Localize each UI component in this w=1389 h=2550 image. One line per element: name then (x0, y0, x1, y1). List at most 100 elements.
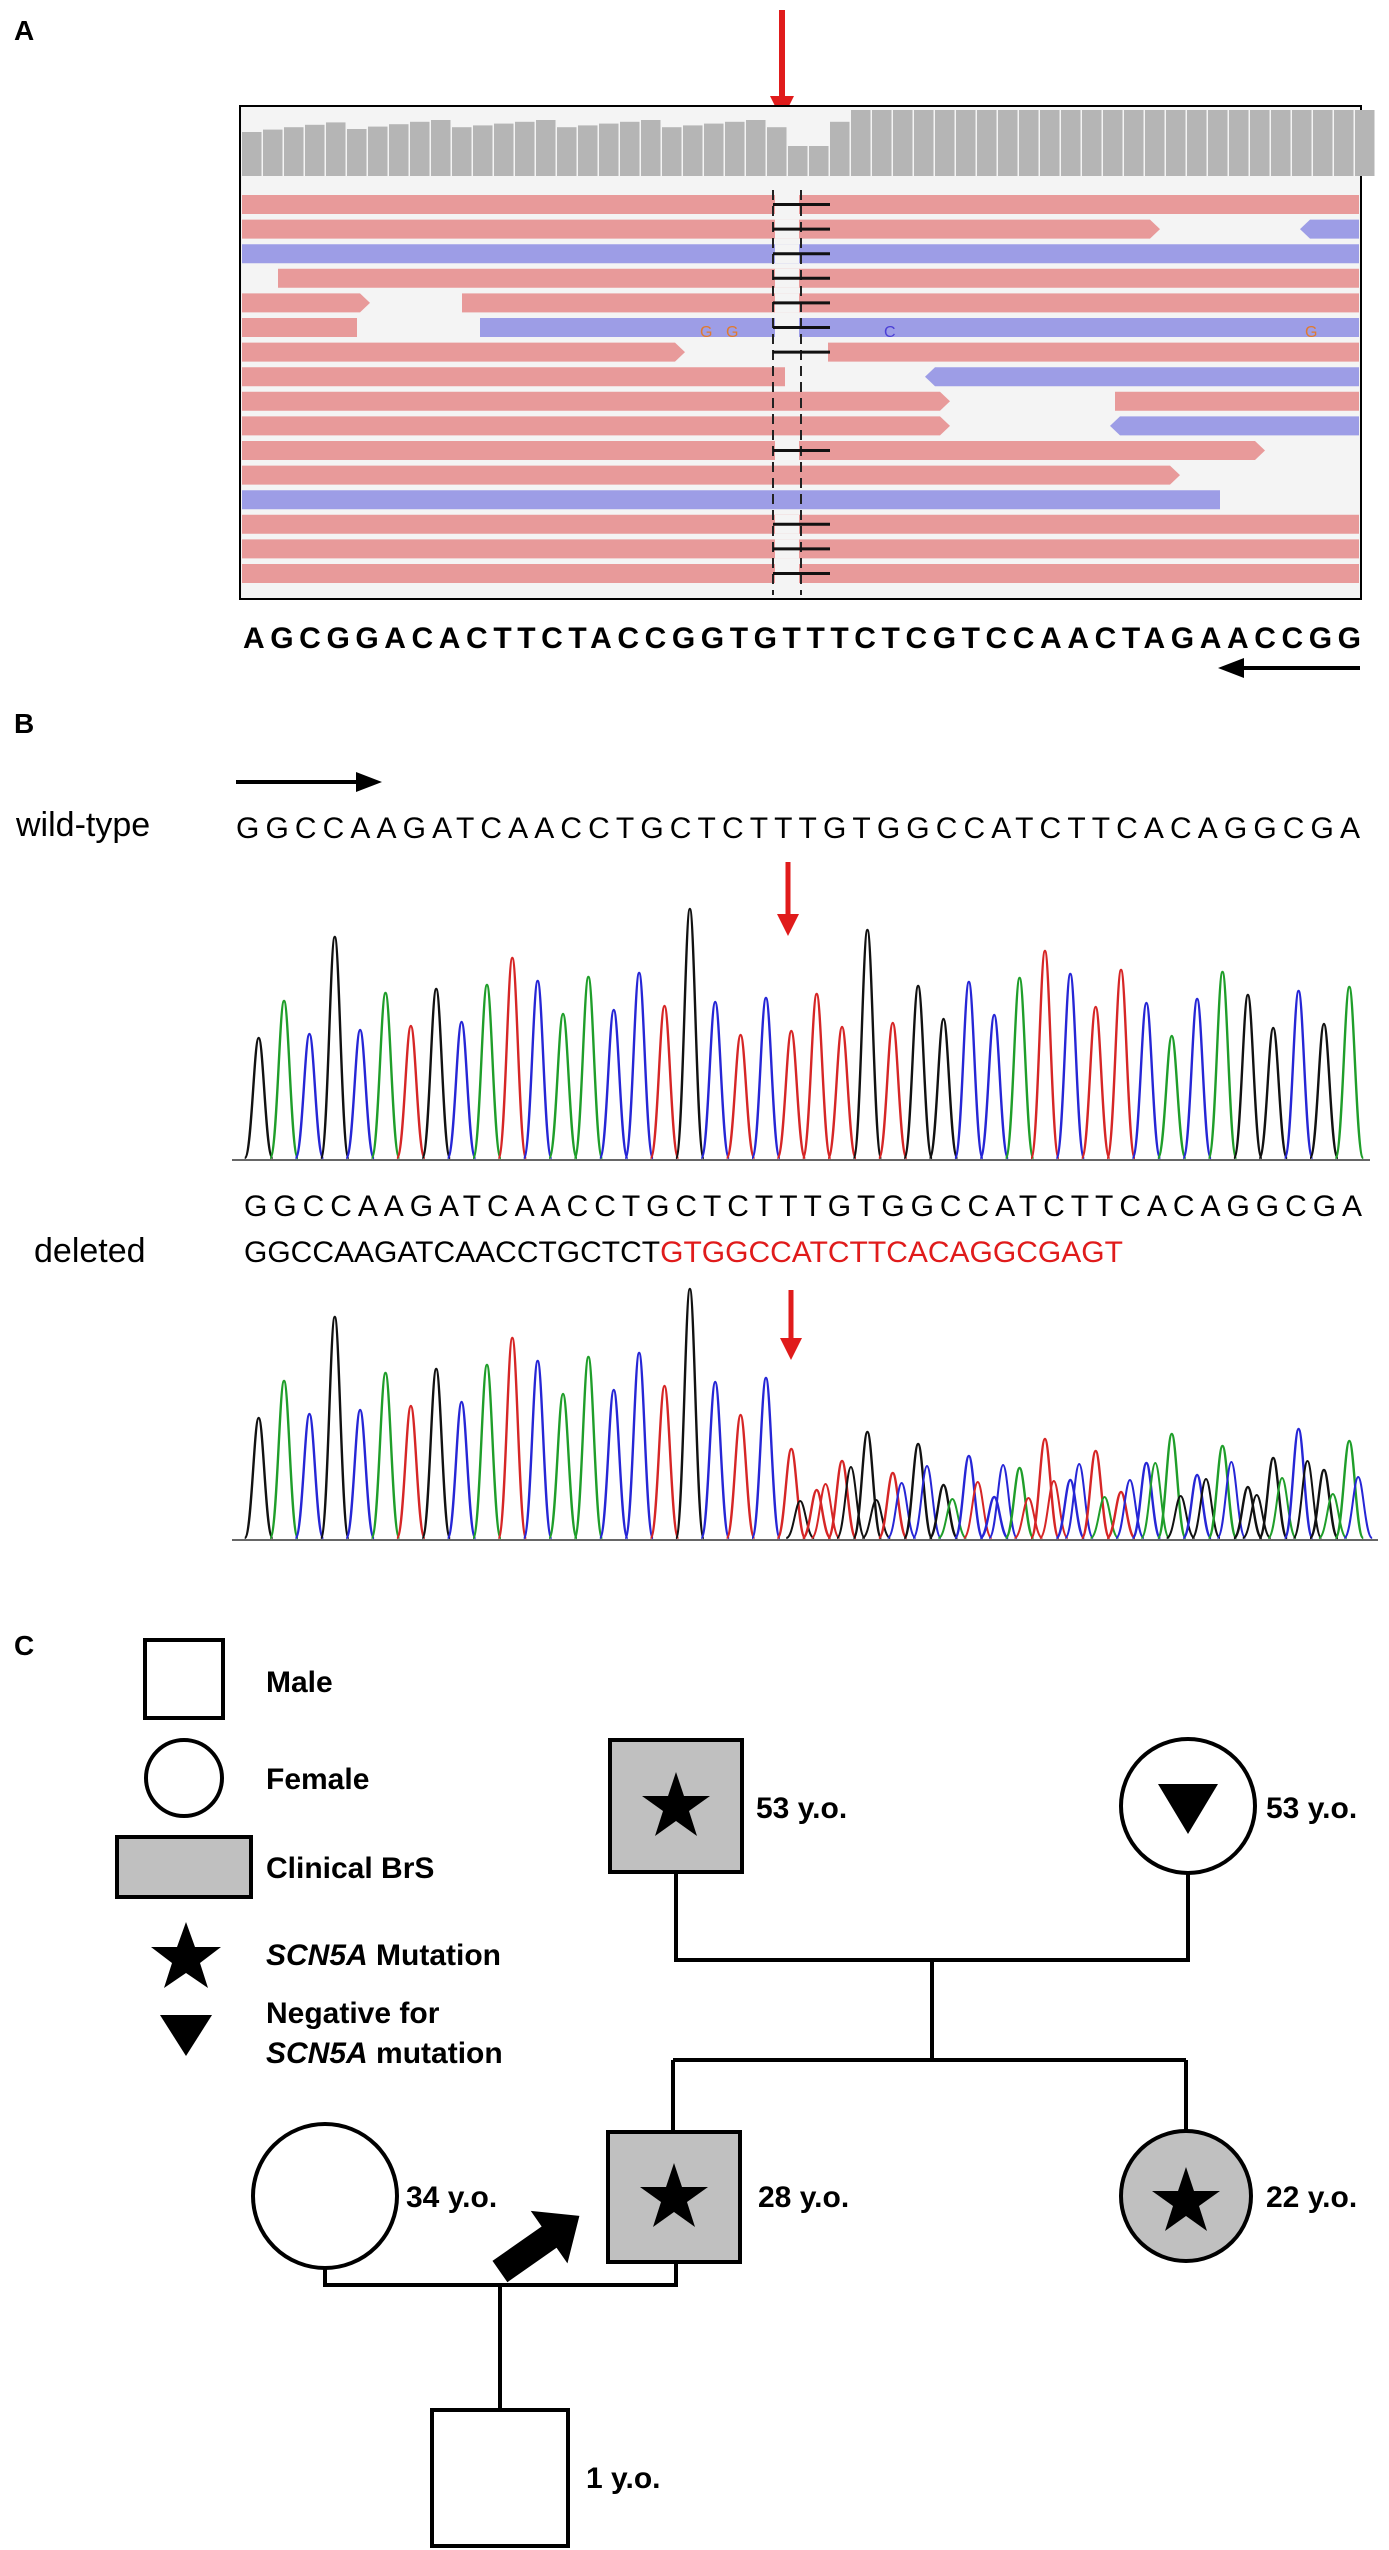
chromatogram-peak (1105, 1490, 1137, 1540)
coverage-bar (725, 121, 745, 176)
chromatogram-peak (547, 1392, 579, 1540)
coverage-bar (536, 120, 556, 176)
chromatogram-peak (1080, 1449, 1111, 1540)
chromatogram-peak (649, 1004, 680, 1160)
chromatogram-peak (1131, 1001, 1162, 1160)
chromatogram-peak (861, 1498, 891, 1539)
coverage-bar (1187, 110, 1207, 176)
chromatogram-peak (649, 1384, 680, 1540)
coverage-bar (284, 127, 304, 176)
chromatogram-peak (877, 1021, 908, 1160)
chromatogram-peak (700, 1380, 731, 1540)
legend-male: Male (266, 1666, 333, 1699)
coverage-bar (389, 124, 409, 176)
forward-strand-arrow-icon (236, 772, 382, 792)
male-symbol-icon (143, 1638, 225, 1720)
chromatogram-peak (547, 1012, 579, 1160)
chromatogram-peak (345, 1408, 376, 1540)
chromatogram-peak (962, 1480, 993, 1539)
coverage-bar (914, 110, 934, 176)
proband-arrow-icon (492, 2210, 580, 2283)
chromatogram-peak (953, 1454, 984, 1540)
coverage-bar (620, 121, 640, 176)
chromatogram-peak (886, 1481, 917, 1539)
pedigree-wife (251, 2122, 399, 2270)
coverage-bar (305, 124, 325, 176)
deletion-region (772, 190, 830, 595)
chromatogram-peak (700, 1000, 731, 1160)
chromatogram-peak (1232, 1485, 1263, 1540)
chromatogram-peak (1156, 1034, 1187, 1160)
deleted-sequence-common: GGCCAAGATCAACCTGCTCT (244, 1236, 660, 1269)
coverage-bar (1061, 110, 1081, 176)
chromatogram-peak (1090, 1495, 1120, 1539)
chromatogram-peak (1064, 1462, 1095, 1539)
chromatogram-peak (522, 979, 553, 1160)
coverage-bar (1355, 110, 1375, 176)
coverage-bar (1313, 110, 1333, 176)
chromatogram-peak (497, 956, 528, 1160)
coverage-bar (998, 110, 1018, 176)
legend-female: Female (266, 1763, 369, 1796)
chromatogram-peak (903, 1442, 934, 1540)
chromatogram-peak (1004, 976, 1035, 1160)
read-segment (925, 367, 1359, 387)
coverage-bar (1082, 110, 1102, 176)
wild-type-label: wild-type (15, 806, 150, 844)
chromatogram-peak (801, 992, 832, 1160)
chromatogram-peak (345, 1028, 376, 1160)
mutation-star-icon (151, 1922, 221, 1988)
chromatogram-peak (810, 1482, 841, 1539)
chromatogram-peak (446, 1400, 477, 1540)
chromatogram-peak (1055, 1478, 1086, 1540)
chromatogram-peak (1131, 1461, 1162, 1540)
coverage-bar (1124, 110, 1144, 176)
chromatogram-peak (1283, 1427, 1314, 1540)
chromatogram-peak (674, 1287, 705, 1540)
chromatogram-peak (1343, 1475, 1374, 1539)
read-segment (242, 441, 1265, 460)
chromatogram-peak (725, 1413, 756, 1540)
read-segment (242, 318, 357, 337)
chromatogram-peak (912, 1464, 942, 1539)
legend-mutation: SCN5A Mutation (266, 1939, 501, 1972)
chromatogram-peak (268, 999, 300, 1160)
chromatogram-peak (573, 975, 604, 1160)
chromatogram-peak (471, 983, 503, 1160)
coverage-bar (368, 126, 388, 176)
coverage-bar (788, 146, 808, 176)
female-symbol-icon (144, 1738, 224, 1818)
coverage-bar (956, 110, 976, 176)
chromatogram-peak (903, 984, 934, 1160)
coverage-bar (1271, 110, 1291, 176)
chromatogram-peak (1207, 1444, 1238, 1540)
chromatogram-peak (750, 996, 782, 1160)
read-segment (480, 318, 1359, 337)
chromatogram-peak (1182, 1473, 1213, 1540)
chromatogram-peak (522, 1359, 553, 1540)
chromatogram-peak (497, 1336, 528, 1540)
chromatogram-peak (1317, 1492, 1348, 1539)
chromatogram-peak (826, 1459, 858, 1540)
deleted-variant-arrow-icon (780, 1290, 802, 1360)
coverage-bar (557, 127, 577, 176)
read-segment (1300, 219, 1359, 239)
chromatogram-peak (1080, 1005, 1111, 1160)
chromatogram-peak (1055, 972, 1086, 1160)
chromatogram-peak (471, 1363, 503, 1540)
coverage-bar (641, 120, 661, 176)
wild-type-chromatogram (243, 907, 1365, 1160)
coverage-bar (494, 123, 514, 176)
chromatogram-peak (979, 1013, 1010, 1160)
age-wife: 34 y.o. (406, 2181, 497, 2214)
age-father: 53 y.o. (756, 1792, 847, 1825)
pedigree-legend: Male Female Clinical BrS SCN5A Mutation … (115, 1638, 503, 2070)
chromatogram-peak (725, 1033, 756, 1160)
coverage-bar (473, 125, 493, 176)
panel-a-letter: A (14, 15, 34, 46)
chromatogram-peak (1004, 1466, 1035, 1540)
age-proband: 28 y.o. (758, 2181, 849, 2214)
read-segment (242, 219, 1160, 239)
chromatogram-peak (1207, 970, 1238, 1160)
negative-triangle-icon (1158, 1784, 1218, 1834)
